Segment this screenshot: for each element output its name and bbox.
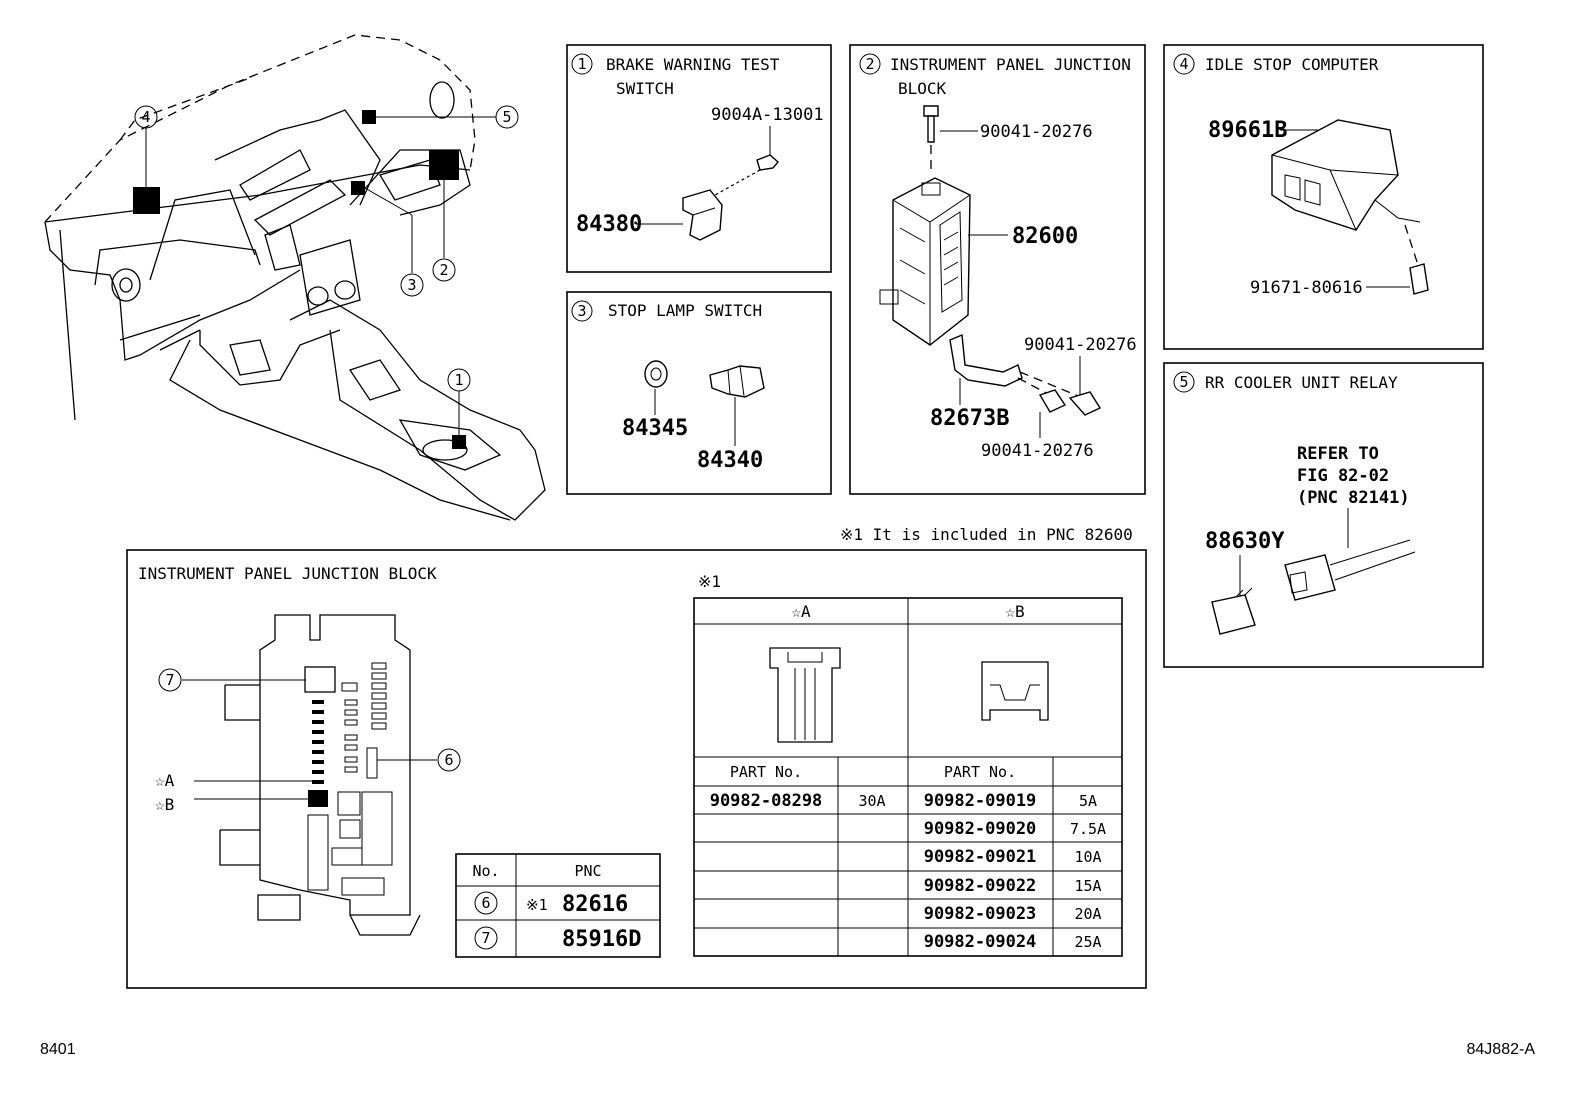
panel-1-title: BRAKE WARNING TEST bbox=[606, 55, 780, 74]
fuse-a-illustration bbox=[769, 647, 841, 743]
pnc-header-no: No. bbox=[472, 862, 499, 880]
fuse-table-note-mark: ※1 bbox=[698, 572, 721, 591]
part-89661B: 89661B bbox=[1208, 118, 1287, 143]
marker-7: 7 bbox=[158, 668, 182, 692]
pnc-row-7-pnc: 85916D bbox=[562, 927, 641, 952]
fuse-b-part-4: 90982-09022 bbox=[924, 876, 1037, 896]
footer-illustration-id: 84J882-A bbox=[1467, 1041, 1536, 1058]
part-82673B: 82673B bbox=[930, 406, 1009, 431]
panel-1-subtitle: SWITCH bbox=[616, 79, 674, 98]
fuse-b-amp-3: 10A bbox=[1074, 848, 1101, 866]
refer-line-3: (PNC 82141) bbox=[1297, 488, 1410, 508]
marker-6: 6 bbox=[437, 748, 461, 772]
fuse-b-amp-4: 15A bbox=[1074, 877, 1101, 895]
fuse-b-amp-6: 25A bbox=[1074, 933, 1101, 951]
svg-text:4: 4 bbox=[141, 108, 150, 126]
junction-block-outline bbox=[219, 614, 421, 936]
included-note: ※1 It is included in PNC 82600 bbox=[840, 525, 1133, 544]
panel-brake-warning-test-switch: 1 BRAKE WARNING TEST SWITCH 9004A-13001 … bbox=[566, 44, 832, 273]
refer-line-1: REFER TO bbox=[1297, 444, 1379, 464]
pnc-row-6-mark: ※1 bbox=[526, 896, 548, 914]
fuse-a-part-1: 90982-08298 bbox=[710, 791, 823, 811]
fuse-b-part-3: 90982-09021 bbox=[924, 847, 1037, 867]
callout-3: 3 bbox=[400, 273, 424, 297]
fuse-table: ※1 ☆A ☆B PART No. PART No. bbox=[693, 572, 1123, 957]
svg-text:3: 3 bbox=[407, 276, 416, 294]
marker-star-a: ☆A bbox=[155, 771, 175, 790]
pnc-row-6-no: 6 bbox=[481, 894, 490, 912]
callout-2: 2 bbox=[432, 258, 456, 282]
callout-1: 1 bbox=[447, 368, 471, 392]
part-84380: 84380 bbox=[576, 212, 642, 237]
fuse-slot-array bbox=[312, 662, 387, 784]
fuse-b-part-6: 90982-09024 bbox=[924, 932, 1037, 952]
panel-rr-cooler-unit-relay: 5 RR COOLER UNIT RELAY REFER TO FIG 82-0… bbox=[1163, 362, 1484, 668]
pnc-table: No. PNC 6 ※1 82616 7 85916D bbox=[455, 853, 661, 958]
fuse-a-amp-1: 30A bbox=[858, 792, 885, 810]
fuse-b-amp-2: 7.5A bbox=[1070, 820, 1106, 838]
dashboard-overview-illustration bbox=[44, 34, 546, 521]
svg-text:4: 4 bbox=[1179, 55, 1188, 73]
svg-text:2: 2 bbox=[865, 55, 874, 73]
fuse-b-part-1: 90982-09019 bbox=[924, 791, 1037, 811]
pnc-header-pnc: PNC bbox=[574, 862, 601, 880]
footer-page-code: 8401 bbox=[40, 1041, 76, 1058]
part-9004A-13001: 9004A-13001 bbox=[711, 105, 824, 125]
panel-2-subtitle: BLOCK bbox=[898, 79, 947, 98]
svg-text:1: 1 bbox=[454, 371, 463, 389]
callout-5: 5 bbox=[495, 105, 519, 129]
svg-text:5: 5 bbox=[502, 108, 511, 126]
part-84340: 84340 bbox=[697, 448, 763, 473]
svg-text:5: 5 bbox=[1179, 373, 1188, 391]
panel-5-title: RR COOLER UNIT RELAY bbox=[1205, 373, 1398, 392]
panel-instrument-panel-junction-block: 2 INSTRUMENT PANEL JUNCTION BLOCK 90041-… bbox=[849, 44, 1146, 495]
junction-detail-title: INSTRUMENT PANEL JUNCTION BLOCK bbox=[138, 564, 437, 583]
part-90041-20276-right: 90041-20276 bbox=[1024, 335, 1137, 355]
fuse-b-part-5: 90982-09023 bbox=[924, 904, 1037, 924]
panel-idle-stop-computer: 4 IDLE STOP COMPUTER 89661B 91671-80616 bbox=[1163, 44, 1484, 350]
panel-4-title: IDLE STOP COMPUTER bbox=[1205, 55, 1379, 74]
panel-3-title: STOP LAMP SWITCH bbox=[608, 301, 762, 320]
panel-2-title: INSTRUMENT PANEL JUNCTION bbox=[890, 55, 1131, 74]
panel-stop-lamp-switch: 3 STOP LAMP SWITCH 84345 84340 bbox=[566, 291, 832, 495]
part-90041-20276-top: 90041-20276 bbox=[980, 122, 1093, 142]
callout-4: 4 bbox=[134, 105, 158, 129]
part-82600: 82600 bbox=[1012, 224, 1078, 249]
part-90041-20276-bottom: 90041-20276 bbox=[981, 441, 1094, 461]
fuse-head-b: ☆B bbox=[1005, 602, 1024, 621]
marker-star-b: ☆B bbox=[155, 795, 174, 814]
fuse-b-amp-1: 5A bbox=[1079, 792, 1097, 810]
refer-line-2: FIG 82-02 bbox=[1297, 466, 1389, 486]
fuse-b-partno-label: PART No. bbox=[944, 763, 1016, 781]
svg-text:7: 7 bbox=[165, 671, 174, 689]
fuse-b-part-2: 90982-09020 bbox=[924, 819, 1037, 839]
svg-text:6: 6 bbox=[444, 751, 453, 769]
svg-text:2: 2 bbox=[439, 261, 448, 279]
part-84345: 84345 bbox=[622, 416, 688, 441]
pnc-row-6-pnc: 82616 bbox=[562, 892, 628, 917]
svg-text:1: 1 bbox=[577, 55, 586, 73]
pnc-row-7-no: 7 bbox=[481, 929, 490, 947]
overview-callouts: 4 5 3 2 1 bbox=[134, 105, 519, 392]
part-91671-80616: 91671-80616 bbox=[1250, 278, 1363, 298]
part-88630Y: 88630Y bbox=[1205, 529, 1285, 554]
fuse-b-illustration bbox=[981, 661, 1049, 721]
junction-block-detail-panel: INSTRUMENT PANEL JUNCTION BLOCK bbox=[126, 549, 1147, 989]
fuse-head-a: ☆A bbox=[791, 602, 811, 621]
fuse-a-partno-label: PART No. bbox=[730, 763, 802, 781]
fuse-b-amp-5: 20A bbox=[1074, 905, 1101, 923]
svg-text:3: 3 bbox=[577, 302, 586, 320]
